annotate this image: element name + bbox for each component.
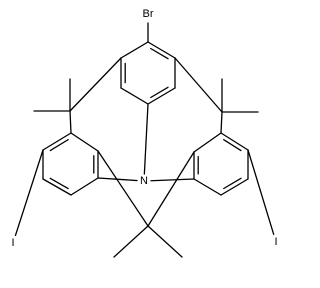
atom-label-nitrogen: N [140, 175, 148, 187]
double-bond-inner-a1-a2 [150, 47, 169, 60]
bond-r6-r1 [193, 132, 222, 153]
bond-l6-l1 [70, 132, 99, 152]
bond-l3-l4 [42, 178, 72, 196]
bond-r1-c3 [147, 151, 195, 227]
bond-a2-c2 [174, 57, 223, 113]
bond-a6-c1 [69, 57, 122, 112]
bond-layer [14, 22, 275, 258]
chemical-structure-diagram: Br N I I [11, 8, 278, 258]
bond-a4-a5 [120, 87, 149, 105]
bond-c2-r6 [220, 111, 223, 134]
bond-r3-r4 [220, 178, 249, 196]
bond-a3-a4 [147, 87, 176, 105]
bond-n-r2 [150, 178, 195, 182]
structure-canvas: Br N I I [11, 8, 278, 258]
bond-r5-ir [247, 149, 275, 236]
bond-r5-r6 [220, 132, 249, 151]
atom-label-bromine: Br [143, 8, 154, 20]
bond-a4-n [143, 103, 149, 175]
double-bond-inner-r5-r6 [223, 139, 242, 152]
bond-l5-l6 [42, 132, 72, 151]
bond-l2-l3 [70, 177, 99, 196]
bond-c3-mc3a [113, 225, 149, 258]
bond-l5-il [14, 149, 44, 237]
double-bond-inner-a3-a4 [150, 86, 169, 99]
atom-label-iodine-left: I [11, 237, 14, 249]
bond-c3-mc3b [147, 225, 183, 258]
bond-r2-r3 [193, 178, 222, 196]
double-bond-inner-l3-l4 [49, 177, 69, 190]
atom-label-iodine-right: I [274, 236, 277, 248]
bond-l1-c3 [97, 150, 149, 227]
bond-a1-a2 [147, 41, 176, 59]
atom-label-layer: Br N I I [11, 8, 277, 249]
bond-a6-a1 [120, 41, 149, 59]
bond-c1-l6 [69, 110, 72, 134]
double-bond-inner-r3-r4 [223, 177, 242, 190]
double-bond-inner-l5-l6 [49, 138, 69, 152]
